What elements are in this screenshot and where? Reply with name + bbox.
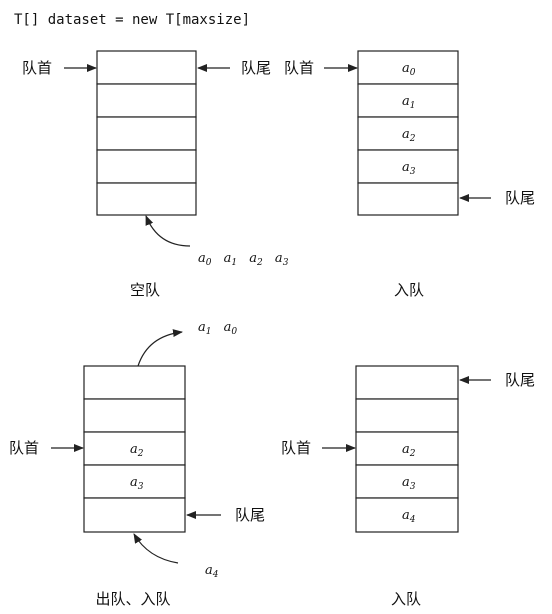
rear-label: 队尾 <box>235 506 265 524</box>
array-cell <box>83 497 186 533</box>
rear-label: 队尾 <box>505 189 535 207</box>
array-cell <box>357 182 459 216</box>
panel-caption: 入队 <box>394 281 424 299</box>
queue-array <box>357 50 459 216</box>
array-cell <box>357 50 459 85</box>
panel-enqueue-wrapped: a2 a3 a4 队尾 队首 入队 <box>281 365 535 608</box>
front-label: 队首 <box>22 59 52 77</box>
array-cell <box>96 182 197 216</box>
panel-enqueue: a0 a1 a2 a3 队首 队尾 入队 <box>284 50 535 299</box>
array-cell <box>96 83 197 118</box>
panel-caption: 出队、入队 <box>95 590 170 608</box>
array-cell <box>83 431 186 466</box>
array-cell <box>357 149 459 184</box>
array-cell <box>96 116 197 151</box>
array-cell <box>355 365 459 400</box>
enqueue-arrow <box>145 215 191 247</box>
array-cell <box>83 398 186 433</box>
cell-value: a2 <box>402 442 416 459</box>
array-cell <box>355 431 459 466</box>
front-label: 队首 <box>284 59 314 77</box>
code-line: T[] dataset = new T[maxsize] <box>14 12 250 28</box>
cell-value: a4 <box>402 508 416 525</box>
queue-array <box>96 50 197 216</box>
rear-label: 队尾 <box>505 371 535 389</box>
queue-array <box>83 365 186 533</box>
cell-value: a2 <box>130 442 144 459</box>
front-label: 队首 <box>281 439 311 457</box>
incoming-elements: a4 <box>205 563 219 580</box>
array-cell <box>355 497 459 533</box>
panel-caption: 入队 <box>391 590 421 608</box>
cell-value: a3 <box>130 475 144 492</box>
cell-value: a1 <box>402 94 416 111</box>
array-cell <box>83 365 186 400</box>
cell-value: a3 <box>402 475 416 492</box>
array-cell <box>355 398 459 433</box>
cell-value: a3 <box>402 160 416 177</box>
queue-array <box>355 365 459 533</box>
cell-value: a0 <box>402 61 416 78</box>
array-cell <box>357 83 459 118</box>
panel-caption: 空队 <box>130 281 160 299</box>
enqueue-arrow <box>133 533 179 564</box>
front-label: 队首 <box>9 439 39 457</box>
panel-empty-queue: 队首 队尾 a0 a1 a2 a3 空队 <box>22 50 289 299</box>
dequeue-arrow <box>137 329 183 367</box>
rear-label: 队尾 <box>241 59 271 77</box>
array-cell <box>96 50 197 85</box>
outgoing-elements: a1 a0 <box>198 320 237 338</box>
array-cell <box>357 116 459 151</box>
panel-dequeue-enqueue: a2 a3 a1 a0 队首 队尾 a4 出队、入队 <box>9 320 265 608</box>
cell-value: a2 <box>402 127 416 144</box>
array-cell <box>83 464 186 499</box>
array-cell <box>96 149 197 184</box>
array-cell <box>355 464 459 499</box>
incoming-elements: a0 a1 a2 a3 <box>198 251 289 269</box>
